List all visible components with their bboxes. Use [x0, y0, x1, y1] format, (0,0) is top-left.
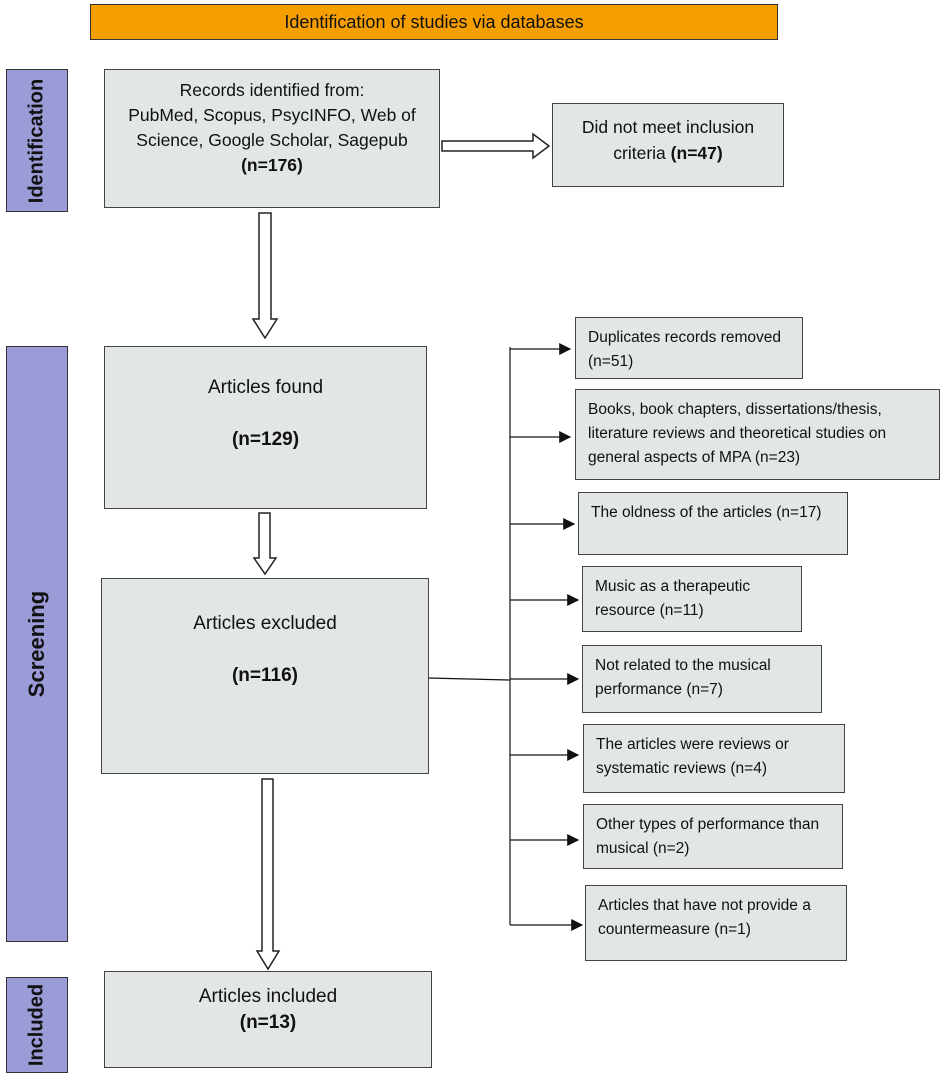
records-count: (n=176) — [241, 155, 303, 175]
records-label: Records identified from: — [179, 80, 365, 100]
reason-text: The oldness of the articles (n=17) — [591, 504, 822, 521]
reason-box-therapeutic: Music as a therapeutic resource (n=11) — [582, 566, 802, 632]
reason-box-duplicates: Duplicates records removed (n=51) — [575, 317, 803, 379]
not-meet-criteria-count: (n=47) — [670, 143, 723, 163]
reason-text: The articles were reviews or systematic … — [596, 736, 789, 777]
reason-text: Articles that have not provide a counter… — [598, 897, 811, 938]
reason-text: Duplicates records removed (n=51) — [588, 329, 781, 370]
reason-box-reviews: The articles were reviews or systematic … — [583, 724, 845, 793]
reason-text: Other types of performance than musical … — [596, 816, 820, 857]
arrow-identification-to-found — [251, 212, 279, 340]
articles-excluded-box: Articles excluded (n=116) — [101, 578, 429, 774]
records-identified-box: Records identified from: PubMed, Scopus,… — [104, 69, 440, 208]
reason-box-books: Books, book chapters, dissertations/thes… — [575, 389, 940, 480]
phase-identification-label: Identification — [25, 78, 48, 203]
phase-identification: Identification — [6, 69, 68, 212]
records-sources: PubMed, Scopus, PsycINFO, Web of Science… — [128, 105, 416, 150]
articles-excluded-count: (n=116) — [231, 665, 298, 686]
reason-box-countermeasure: Articles that have not provide a counter… — [585, 885, 847, 961]
header-banner: Identification of studies via databases — [90, 4, 778, 40]
arrow-found-to-excluded — [252, 512, 278, 576]
reason-text: Books, book chapters, dissertations/thes… — [588, 401, 887, 466]
articles-found-label: Articles found — [207, 377, 324, 398]
articles-excluded-label: Articles excluded — [193, 613, 337, 634]
phase-included-label: Included — [25, 983, 48, 1067]
not-meet-criteria-label: Did not meet inclusion criteria — [581, 117, 755, 163]
not-meet-criteria-box: Did not meet inclusion criteria (n=47) — [552, 103, 784, 187]
phase-screening: Screening — [6, 346, 68, 942]
arrow-to-excluded-criteria — [441, 132, 551, 160]
arrow-excluded-to-included — [255, 778, 281, 971]
reason-text: Music as a therapeutic resource (n=11) — [595, 578, 751, 619]
articles-found-box: Articles found (n=129) — [104, 346, 427, 509]
articles-included-label: Articles included — [198, 986, 338, 1007]
reason-box-not-musical: Not related to the musical performance (… — [582, 645, 822, 713]
reason-box-oldness: The oldness of the articles (n=17) — [578, 492, 848, 555]
phase-screening-label: Screening — [24, 590, 49, 698]
reason-text: Not related to the musical performance (… — [595, 657, 771, 698]
reason-box-other-performance: Other types of performance than musical … — [583, 804, 843, 869]
excluded-to-bracket-line — [427, 677, 511, 681]
phase-included: Included — [6, 977, 68, 1073]
articles-found-count: (n=129) — [231, 429, 300, 450]
articles-included-box: Articles included (n=13) — [104, 971, 432, 1068]
header-title: Identification of studies via databases — [284, 11, 584, 32]
articles-included-count: (n=13) — [239, 1012, 297, 1033]
